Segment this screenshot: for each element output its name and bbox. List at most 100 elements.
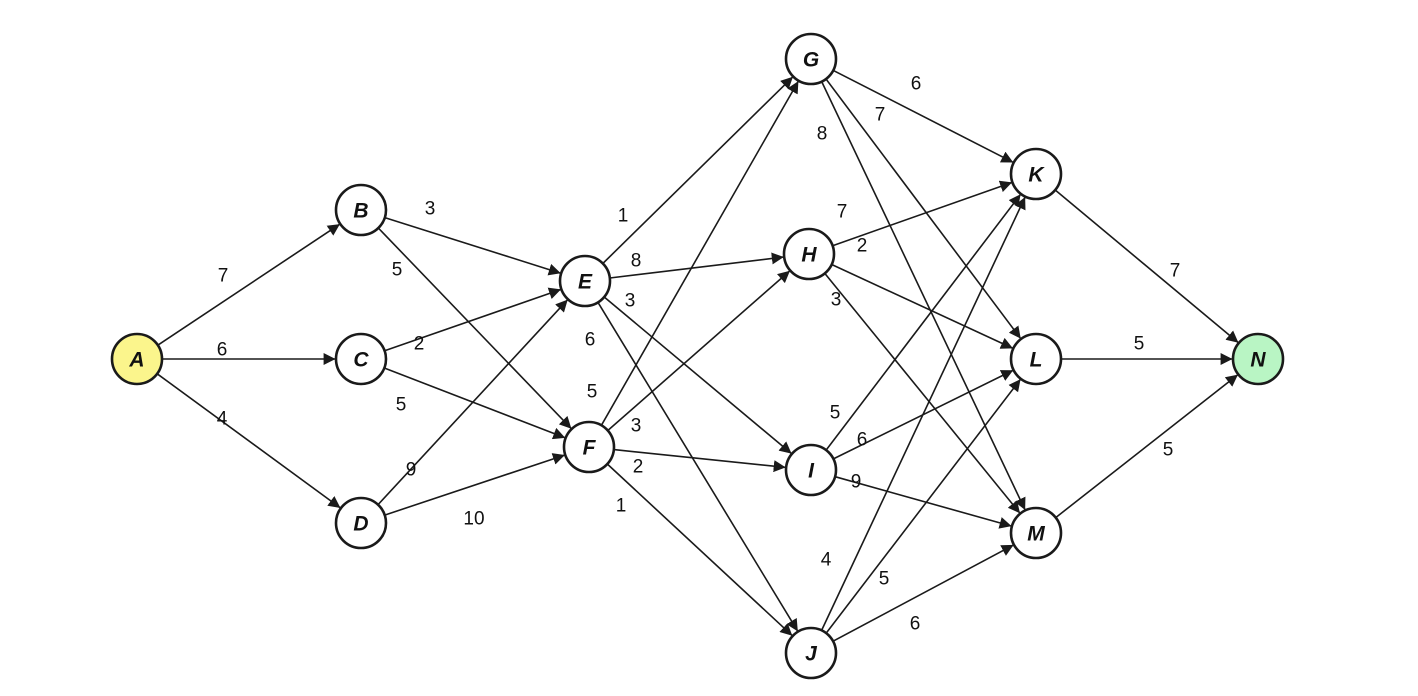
edge-g-k	[832, 69, 1014, 163]
node-label: J	[805, 643, 818, 666]
node-label: M	[1027, 523, 1045, 546]
edge-e-i	[603, 296, 792, 454]
edge-e-j	[597, 301, 799, 632]
node-circle	[110, 332, 164, 386]
node-circle	[334, 183, 388, 237]
edge-e-h	[609, 252, 784, 279]
edge-weight-e-g: 1	[618, 206, 629, 227]
node-d: D	[334, 496, 388, 550]
edge-weight-a-d: 4	[217, 409, 228, 430]
edge-weight-f-j: 1	[616, 496, 627, 517]
node-m: M	[1009, 506, 1063, 560]
node-f: F	[562, 420, 616, 474]
node-e: E	[558, 254, 612, 308]
edge-c-f	[384, 367, 566, 440]
edge-a-b	[157, 223, 340, 346]
edge-b-f	[377, 227, 572, 429]
edge-weight-j-k: 4	[821, 550, 832, 571]
edge-weight-l-n: 5	[1134, 334, 1145, 355]
edge-weight-a-b: 7	[218, 266, 229, 287]
edge-j-k	[820, 196, 1026, 631]
edge-weight-g-l: 7	[875, 105, 886, 126]
edge-weight-g-m: 8	[817, 124, 828, 145]
node-label: N	[1250, 349, 1266, 372]
node-g: G	[784, 32, 838, 86]
edge-a-d	[156, 373, 341, 509]
nodes-layer: A B C D E F G H I J K L M N	[110, 32, 1285, 680]
edge-weight-h-k: 7	[837, 202, 848, 223]
edge-weight-d-f: 10	[463, 509, 484, 530]
node-label: G	[803, 49, 819, 72]
node-label: E	[578, 271, 593, 294]
edges-layer	[156, 69, 1239, 642]
edge-weight-e-i: 3	[625, 291, 636, 312]
edge-h-m	[824, 272, 1021, 514]
node-c: C	[334, 332, 388, 386]
edge-g-l	[825, 78, 1022, 339]
node-circle	[784, 443, 838, 497]
node-label: I	[808, 460, 815, 483]
node-circle	[334, 496, 388, 550]
node-label: D	[353, 513, 368, 536]
edge-weight-m-n: 5	[1163, 440, 1174, 461]
edge-weight-e-h: 8	[631, 251, 642, 272]
node-label: C	[353, 349, 369, 372]
node-n: N	[1231, 332, 1285, 386]
edge-h-l	[831, 263, 1013, 349]
node-label: F	[583, 437, 597, 460]
edge-c-e	[384, 287, 561, 352]
edge-g-m	[820, 81, 1026, 511]
node-circle	[784, 626, 838, 680]
edge-weight-k-n: 7	[1170, 261, 1181, 282]
edge-h-k	[832, 180, 1013, 247]
edge-weight-g-k: 6	[911, 74, 922, 95]
node-k: K	[1009, 147, 1063, 201]
edge-weight-j-l: 5	[879, 569, 890, 590]
edge-m-n	[1055, 374, 1238, 519]
edge-weight-c-f: 5	[396, 395, 407, 416]
edge-f-h	[607, 270, 791, 432]
edge-weight-b-f: 5	[392, 260, 403, 281]
edge-d-e	[377, 299, 568, 506]
edge-weight-i-m: 9	[851, 472, 862, 493]
node-circle	[334, 332, 388, 386]
edge-f-j	[606, 463, 793, 636]
node-circle	[1009, 332, 1063, 386]
node-circle	[562, 420, 616, 474]
edge-weight-i-l: 6	[857, 430, 868, 451]
node-circle	[782, 227, 836, 281]
edge-i-k	[825, 194, 1021, 451]
edge-weight-c-e: 2	[414, 334, 425, 355]
edge-j-m	[832, 544, 1014, 642]
edge-j-l	[825, 379, 1021, 634]
node-j: J	[784, 626, 838, 680]
node-h: H	[782, 227, 836, 281]
edge-b-e	[384, 216, 561, 276]
node-label: H	[801, 244, 817, 267]
node-label: L	[1030, 349, 1043, 372]
node-i: I	[784, 443, 838, 497]
edge-weight-b-e: 3	[425, 199, 436, 220]
edge-weight-d-e: 9	[406, 460, 417, 481]
node-circle	[1009, 147, 1063, 201]
node-l: L	[1009, 332, 1063, 386]
node-circle	[784, 32, 838, 86]
edge-weight-h-m: 3	[831, 290, 842, 311]
node-circle	[1009, 506, 1063, 560]
edge-weight-h-l: 2	[857, 236, 868, 257]
edge-weight-i-k: 5	[830, 403, 841, 424]
edge-weight-f-h: 3	[631, 416, 642, 437]
edge-e-g	[602, 76, 794, 265]
edge-weight-a-c: 6	[217, 340, 228, 361]
edge-weight-f-g: 5	[587, 382, 598, 403]
edge-weight-j-m: 6	[910, 614, 921, 635]
edge-d-f	[384, 453, 565, 516]
edge-weight-e-j: 6	[585, 330, 596, 351]
edge-k-n	[1054, 189, 1239, 344]
node-a: A	[110, 332, 164, 386]
edge-i-m	[834, 475, 1012, 529]
node-label: B	[353, 200, 368, 223]
node-circle	[1231, 332, 1285, 386]
